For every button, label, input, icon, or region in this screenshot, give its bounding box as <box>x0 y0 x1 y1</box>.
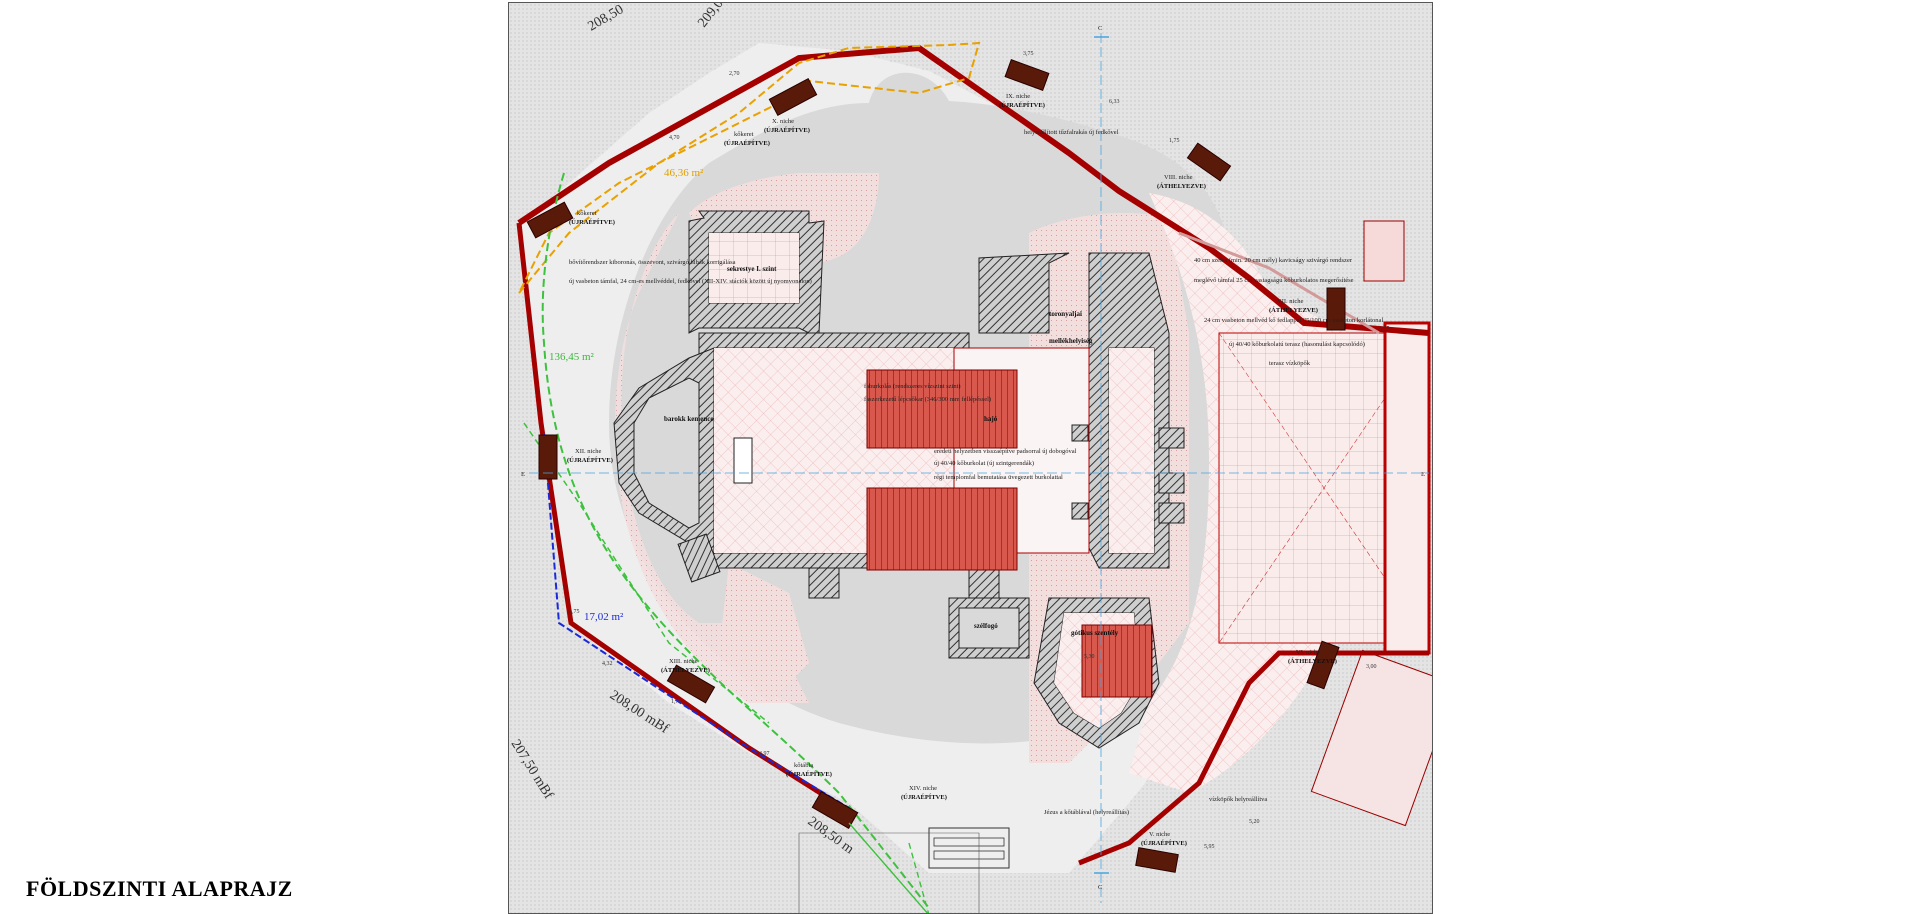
pews-apse <box>1081 624 1153 698</box>
annotation-right-1: 40 cm széles (min. 20 cm mély) kavicságy… <box>1194 257 1353 264</box>
niche-vii-status: (ÁTHELYEZVE) <box>1269 306 1318 314</box>
annotation-right-5: terasz vízköpők <box>1269 360 1311 367</box>
room-torony: toronyaljai <box>1049 310 1082 318</box>
dimension-label: 4,70 <box>669 135 680 141</box>
niche-v-block <box>1135 847 1179 873</box>
niche-ix-name: IX. niche <box>1006 93 1030 100</box>
niche-v-name: V. niche <box>1149 831 1170 838</box>
niche-xii-name: XII. niche <box>575 448 601 455</box>
niche-vii-block <box>1326 287 1346 331</box>
dimension-label: 2,70 <box>729 71 740 77</box>
niche-kolseret-b-status: (ÚJRAÉPÍTVE) <box>569 218 615 226</box>
room-barokk: barokk kemence <box>664 415 713 423</box>
niche-xiv-block <box>811 791 859 829</box>
area-blue-label: 17,02 m² <box>584 611 624 623</box>
niche-xiii-block <box>666 664 716 704</box>
niche-ix-block <box>1004 59 1050 91</box>
niche-vi-status: (ÁTHELYEZVE) <box>1288 657 1337 665</box>
niche-kobabla-name: kőtábla <box>794 762 813 769</box>
niche-vii-name: VII. niche <box>1277 298 1303 305</box>
niche-kolseret-b-name: kőkeret <box>577 210 597 217</box>
axis-e-left: E <box>521 471 525 478</box>
annotation-hajo-2: faszerkezetű lépcsőkar (346/300 mm fellé… <box>864 396 991 403</box>
entrance-steps <box>928 827 1010 869</box>
area-green-boundary <box>541 172 930 909</box>
side-stair-bottom <box>1310 649 1432 827</box>
niche-kolseret-block <box>526 201 574 239</box>
niche-viii-block <box>1186 142 1232 182</box>
room-sekrestye: sekrestye I. szint <box>727 265 777 273</box>
annotation-left-2: új vasbeton támfal, 24 cm-es mellvéddel,… <box>569 278 812 285</box>
room-hajo: hajó <box>984 415 998 423</box>
niche-xii-status: (ÚJRAÉPÍTVE) <box>567 456 613 464</box>
annotation-left-1: bővítőrendszer kiboronás, összevont, szi… <box>569 259 736 266</box>
pink-area-bottom <box>719 563 809 703</box>
area-yellow-boundary <box>518 41 981 294</box>
niche-viii-name: VIII. niche <box>1164 174 1193 181</box>
niche-xiii-name: XIII. niche <box>669 658 698 665</box>
niche-kolseret-a-name: kőkeret <box>734 131 754 138</box>
annotation-right-3: 24 cm vasbeton mellvéd kő fedlappal 85/1… <box>1204 317 1383 324</box>
pews-upper <box>866 369 1018 449</box>
niche-x-block <box>768 78 818 116</box>
dimension-label: 5,30 <box>1084 654 1095 660</box>
niche-vi-name: VI. niche <box>1296 649 1320 656</box>
dimension-label: 5,95 <box>1204 844 1215 850</box>
niche-vi-block <box>1306 640 1340 690</box>
side-stair-top <box>1363 220 1405 282</box>
annotation-right-2: meglévő támfal 25 cm vastagságú kőburkol… <box>1194 277 1354 284</box>
floor-plan-drawing: 208,50 209,00 208,00 mBf 207,50 mBf 208,… <box>509 3 1432 913</box>
niche-kolseret-a-status: (ÚJRAÉPÍTVE) <box>724 139 770 147</box>
pews-lower <box>866 487 1018 571</box>
annotation-bottom-1: Jézus a kőtáblával (helyreállítás) <box>1044 809 1129 816</box>
axis-c-top: C <box>1098 25 1102 32</box>
axis-e-right: E <box>1421 471 1425 478</box>
annotation-hajo-3: eredeti helyzetben visszaépítve padsorra… <box>934 448 1077 455</box>
niche-xiii-status: (ÁTHELYEZVE) <box>661 666 710 674</box>
niche-v-status: (ÚJRAÉPÍTVE) <box>1141 839 1187 847</box>
area-yellow-label: 46,36 m² <box>664 167 704 179</box>
niche-viii-status: (ÁTHELYEZVE) <box>1157 182 1206 190</box>
axis-c-bottom: C <box>1098 884 1102 891</box>
niche-x-status: (ÚJRAÉPÍTVE) <box>764 126 810 134</box>
area-blue-boundary <box>543 432 850 809</box>
area-green-label: 136,45 m² <box>549 351 595 363</box>
dimension-label: 2,55 <box>1379 326 1390 332</box>
room-szentely: gótikus szentély <box>1071 629 1119 637</box>
dimension-label: 5,20 <box>1249 819 1260 825</box>
dimension-label: 1,75 <box>1169 138 1180 144</box>
annotation-right-4: új 40/40 kőburkolatú terasz (hasonulást … <box>1229 341 1365 348</box>
niche-ix-status: (ÚJRAÉPÍTVE) <box>999 101 1045 109</box>
room-mellek: mellékhelyiség <box>1049 337 1093 345</box>
annotation-hajo-5: régi templomfal bemutatása üvegezett bur… <box>934 474 1063 481</box>
annotation-hajo-4: új 40/40 kőburkolat (új szintgerendák) <box>934 460 1034 467</box>
annotation-top-right: helyreállított tűzfalrakás új fedkővel <box>1024 129 1119 136</box>
dimension-label: 1,75 <box>671 699 682 705</box>
dimension-label: 5,75 <box>569 609 580 615</box>
dimension-label: 4,97 <box>759 751 770 757</box>
page-title: FÖLDSZINTI ALAPRAJZ <box>26 876 293 901</box>
niche-xii-block <box>538 434 558 480</box>
boundary-wall <box>517 44 1430 336</box>
room-szelfogo: szélfogó <box>974 622 998 630</box>
annotation-bottom-right: vízköpők helyreállítva <box>1209 796 1267 803</box>
dimension-label: 3,75 <box>1023 51 1034 57</box>
dimension-label: 4,32 <box>602 661 613 667</box>
annotation-hajo-1: faburkolás (rendszeres vízszint szint) <box>864 383 961 390</box>
tower-floor <box>1109 348 1154 553</box>
niche-kobabla-status: (ÚJRAÉPÍTVE) <box>786 770 832 778</box>
dimension-label: 3,00 <box>1366 664 1377 670</box>
dimension-label: 6,33 <box>1109 99 1120 105</box>
floor-plan-frame: 208,50 209,00 208,00 mBf 207,50 mBf 208,… <box>508 2 1433 914</box>
sacristy-floor <box>709 233 799 303</box>
niche-xiv-status: (ÚJRAÉPÍTVE) <box>901 793 947 801</box>
niche-x-name: X. niche <box>772 118 794 125</box>
niche-xiv-name: XIV. niche <box>909 785 937 792</box>
